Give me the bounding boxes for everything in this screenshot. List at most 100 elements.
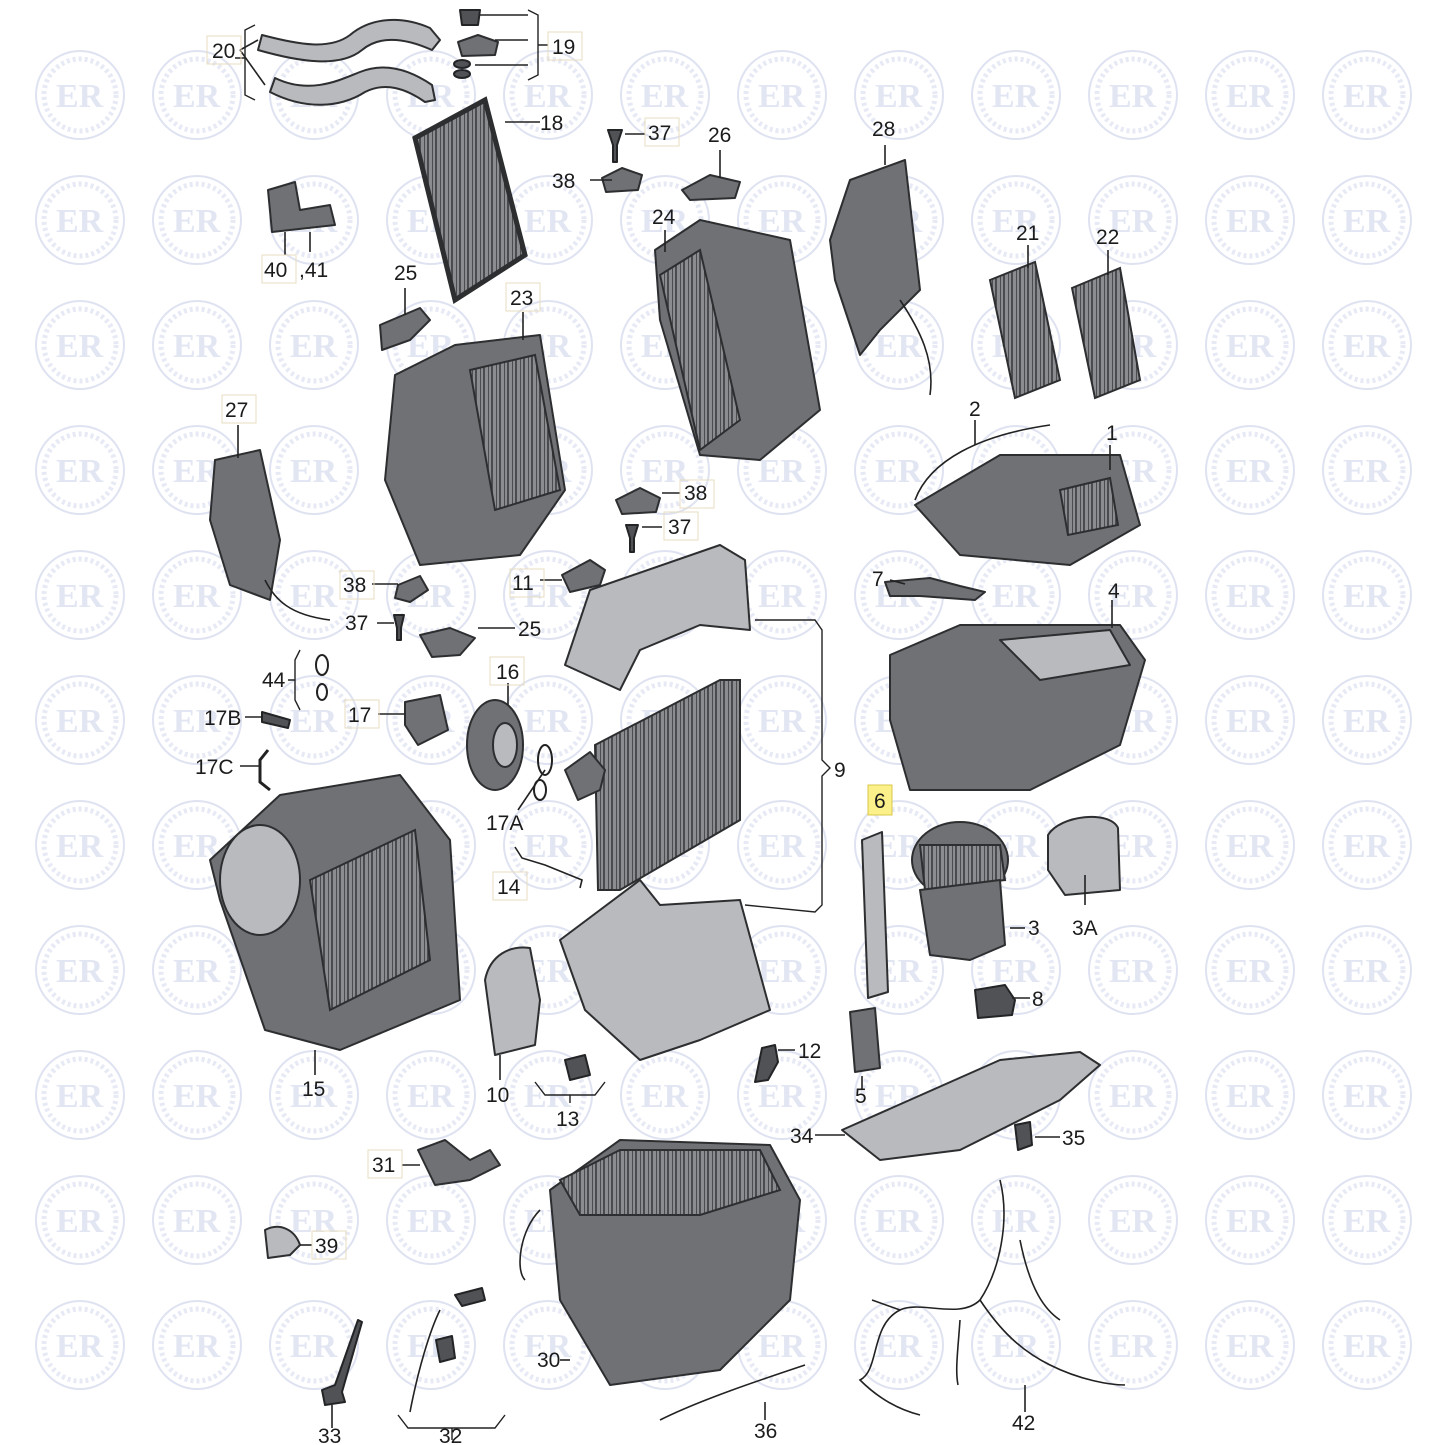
watermark-ring-inner — [1211, 431, 1289, 509]
callout-17B: 17B — [204, 707, 241, 730]
watermark-text: ER — [290, 578, 338, 615]
watermark-text: ER — [1343, 1203, 1391, 1240]
part-3A-scroll — [1047, 815, 1121, 896]
watermark-text: ER — [1343, 1078, 1391, 1115]
watermark-ring-inner — [41, 181, 119, 259]
watermark-text: ER — [875, 328, 923, 365]
watermark-ring — [854, 1300, 944, 1390]
part-40-41-pad — [267, 181, 336, 233]
watermark-ring — [620, 425, 710, 515]
watermark-ring — [1205, 925, 1295, 1015]
watermark-text: ER — [56, 953, 104, 990]
watermark-ring-inner — [509, 181, 587, 259]
watermark-ring — [1205, 1175, 1295, 1265]
watermark-ring-inner — [626, 56, 704, 134]
callout-23: 23 — [510, 287, 533, 310]
watermark-ring-inner — [1328, 1306, 1406, 1384]
parts — [209, 9, 1146, 1421]
watermark-ring-inner — [1211, 181, 1289, 259]
part-17A-expansion-valve — [564, 751, 606, 801]
watermark-ring — [1322, 675, 1412, 765]
watermark-ring — [152, 175, 242, 265]
watermark-text: ER — [641, 453, 689, 490]
watermark-text: ER — [524, 703, 572, 740]
leader-lines — [235, 9, 1113, 1440]
watermark-ring-inner — [1094, 181, 1172, 259]
watermark-ring-inner — [41, 931, 119, 1009]
callout-6-highlight — [867, 784, 893, 816]
callout-3A: 3A — [1072, 917, 1098, 940]
part-9-lower-tray — [559, 879, 771, 1061]
watermark-ring — [35, 300, 125, 390]
watermark-ring-inner — [1211, 1306, 1289, 1384]
part-26-bracket — [681, 174, 741, 201]
callout-31: 31 — [372, 1154, 395, 1177]
callout-30: 30 — [537, 1349, 560, 1372]
watermark-ring-inner — [1094, 806, 1172, 884]
watermark-text: ER — [407, 1078, 455, 1115]
part-38-clip-c — [394, 575, 429, 603]
watermark-ring-inner — [158, 681, 236, 759]
watermark-text: ER — [1343, 203, 1391, 240]
part-23-grid — [468, 353, 562, 512]
part-18-heater-core-frame — [412, 96, 528, 304]
part-28-flap-housing — [829, 159, 921, 356]
part-9-cover-top — [564, 544, 751, 691]
part-32-drain-pipe — [409, 1309, 441, 1413]
watermark-text: ER — [1226, 578, 1274, 615]
watermark-text: ER — [758, 78, 806, 115]
watermark-text: ER — [1226, 828, 1274, 865]
callout-17A: 17A — [486, 812, 523, 835]
watermark-ring-inner — [977, 56, 1055, 134]
watermark-text: ER — [758, 828, 806, 865]
part-35-clip — [1014, 1121, 1033, 1151]
watermark-ring-inner — [1328, 806, 1406, 884]
watermark-text: ER — [875, 1328, 923, 1365]
callout-38-top: 38 — [552, 170, 575, 193]
watermark-ring-inner — [275, 681, 353, 759]
watermark-ring-inner — [41, 1306, 119, 1384]
part-15-core — [308, 828, 432, 1012]
watermark-ring — [1205, 175, 1295, 265]
callout-19: 19 — [552, 36, 575, 59]
watermark-ring-inner — [1328, 56, 1406, 134]
watermark-ring — [1322, 425, 1412, 515]
part-34-air-duct — [841, 1051, 1101, 1161]
watermark-text: ER — [290, 1328, 338, 1365]
watermark-ring — [737, 1050, 827, 1140]
watermark-text: ER — [1343, 328, 1391, 365]
watermark-ring-inner — [41, 681, 119, 759]
watermark-ring-inner — [158, 56, 236, 134]
watermark-text: ER — [875, 453, 923, 490]
watermark-text: ER — [1109, 578, 1157, 615]
watermark-ring — [269, 1175, 359, 1265]
watermark-ring-inner — [41, 806, 119, 884]
watermark-ring — [620, 50, 710, 140]
callout-27: 27 — [225, 399, 248, 422]
watermark-text: ER — [1109, 203, 1157, 240]
watermark-ring — [971, 175, 1061, 265]
part-10-cover — [484, 946, 541, 1056]
watermark-ring-inner — [1094, 556, 1172, 634]
watermark-text: ER — [758, 453, 806, 490]
watermark-text: ER — [290, 1203, 338, 1240]
watermark-ring-inner — [158, 931, 236, 1009]
watermark-ring — [1205, 800, 1295, 890]
watermark-ring — [971, 925, 1061, 1015]
watermark-ring — [386, 1300, 476, 1390]
watermark-ring — [1322, 800, 1412, 890]
part-27-actuator-bracket — [209, 449, 281, 601]
watermark-ring-inner — [275, 1056, 353, 1134]
watermark-ring — [386, 1050, 476, 1140]
callout-37-left: 37 — [345, 612, 368, 635]
part-28-cable — [899, 299, 932, 396]
watermark-text: ER — [1343, 578, 1391, 615]
watermark-text: ER — [524, 1328, 572, 1365]
watermark-ring — [1088, 175, 1178, 265]
watermark-ring-inner — [977, 1306, 1055, 1384]
watermark-ring-inner — [977, 181, 1055, 259]
callout-15: 15 — [302, 1078, 325, 1101]
part-1-grille — [1058, 476, 1120, 537]
watermark-ring-inner — [41, 306, 119, 384]
watermark-text: ER — [1343, 453, 1391, 490]
